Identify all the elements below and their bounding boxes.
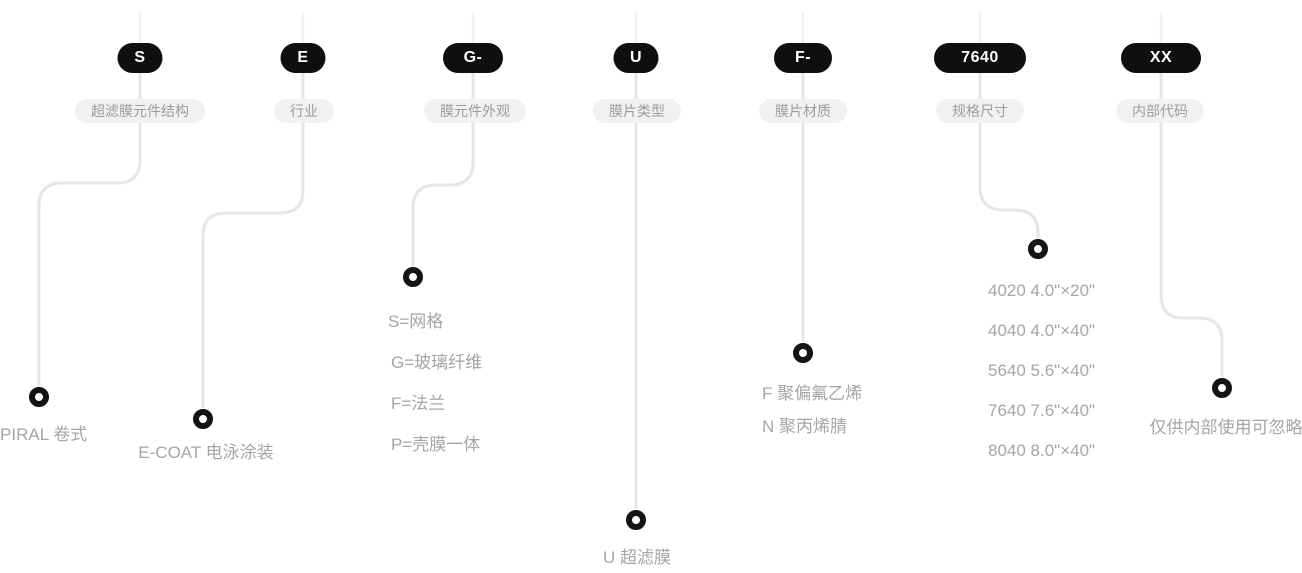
connector-line-appearance bbox=[411, 73, 475, 266]
value-item-appearance: P=壳膜一体 bbox=[391, 435, 481, 454]
code-badge-size: 7640 bbox=[934, 43, 1026, 73]
category-label-size: 规格尺寸 bbox=[936, 99, 1024, 123]
value-item-material: F 聚偏氟乙烯 bbox=[762, 384, 863, 403]
value-item-appearance: G=玻璃纤维 bbox=[391, 353, 483, 372]
value-item-appearance: F=法兰 bbox=[391, 394, 446, 413]
code-badge-structure: S bbox=[117, 43, 163, 73]
value-item-size: 4020 4.0"×20" bbox=[988, 281, 1096, 300]
bullet-marker bbox=[29, 387, 49, 407]
value-item-size: 8040 8.0"×40" bbox=[988, 441, 1096, 460]
value-item-material: N 聚丙烯腈 bbox=[762, 417, 847, 436]
code-badge-internal: XX bbox=[1121, 43, 1201, 73]
value-item-structure: SPIRAL 卷式 bbox=[0, 425, 88, 444]
value-item-size: 7640 7.6"×40" bbox=[988, 401, 1096, 420]
bullet-marker bbox=[403, 267, 423, 287]
connector-line-industry bbox=[201, 73, 305, 408]
category-label-internal: 内部代码 bbox=[1116, 99, 1204, 123]
connector-line-internal bbox=[1159, 73, 1224, 377]
bullet-marker bbox=[626, 510, 646, 530]
code-badge-material: F- bbox=[774, 43, 832, 73]
value-item-industry: E-COAT 电泳涂装 bbox=[138, 443, 274, 462]
bullet-marker bbox=[1212, 378, 1232, 398]
value-item-size: 4040 4.0"×40" bbox=[988, 321, 1096, 340]
connector-line-size bbox=[978, 73, 1040, 238]
value-item-sheet-type: U 超滤膜 bbox=[603, 548, 671, 567]
bullet-marker bbox=[793, 343, 813, 363]
category-label-sheet-type: 膜片类型 bbox=[593, 99, 681, 123]
connector-line-structure bbox=[37, 73, 142, 386]
value-item-size: 5640 5.6"×40" bbox=[988, 361, 1096, 380]
category-label-industry: 行业 bbox=[274, 99, 334, 123]
category-label-appearance: 膜元件外观 bbox=[424, 99, 526, 123]
value-item-appearance: S=网格 bbox=[388, 312, 444, 331]
code-badge-sheet-type: U bbox=[613, 43, 659, 73]
category-label-structure: 超滤膜元件结构 bbox=[75, 99, 205, 123]
bullet-marker bbox=[193, 409, 213, 429]
value-item-internal: 仅供内部使用可忽略 bbox=[1149, 418, 1302, 437]
code-badge-industry: E bbox=[280, 43, 326, 73]
category-label-material: 膜片材质 bbox=[759, 99, 847, 123]
code-badge-appearance: G- bbox=[443, 43, 503, 73]
bullet-marker bbox=[1028, 239, 1048, 259]
